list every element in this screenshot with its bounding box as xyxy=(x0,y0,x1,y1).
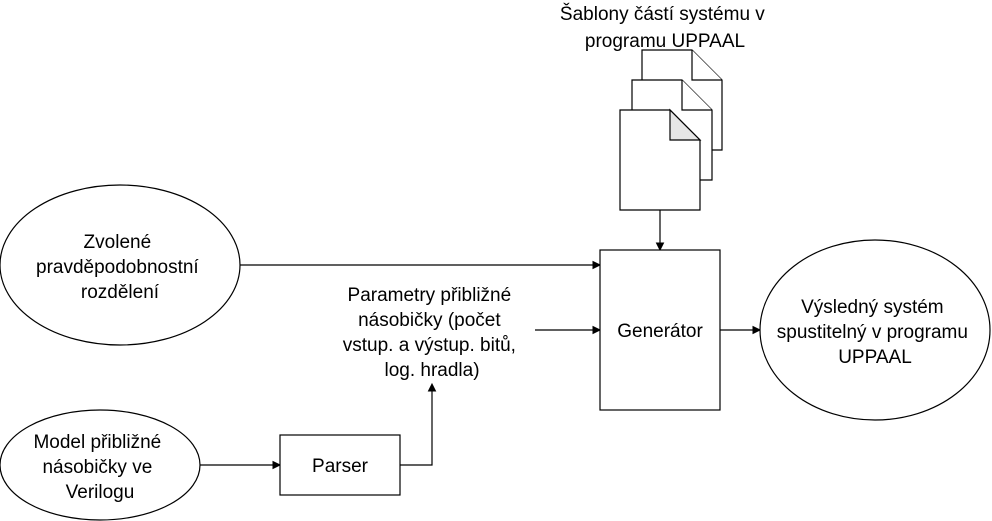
edge-distribution-to-generator-arrowhead xyxy=(592,260,602,270)
model-label: Model přibližné násobičky ve Verilogu xyxy=(33,432,166,503)
result-ellipse xyxy=(759,239,991,421)
edge-templates-to-generator-arrowhead xyxy=(655,242,665,252)
edge-model-to-parser-arrowhead xyxy=(272,460,282,470)
template-documents xyxy=(619,49,723,211)
model-label-line-1: Model přibližné xyxy=(33,432,161,453)
result-label-line-3: UPPAAL xyxy=(838,347,912,368)
model-label-line-3: Verilogu xyxy=(66,482,135,503)
parameters-label-line-1: Parametry přibližné xyxy=(348,285,512,306)
distribution-label-line-2: pravděpodobnostní xyxy=(36,257,199,278)
result-label-line-1: Výsledný systém xyxy=(801,297,944,318)
distribution-ellipse xyxy=(0,184,241,346)
generator-box xyxy=(599,249,721,411)
parameters-label-line-3: vstup. a výstup. bitů, xyxy=(343,335,516,356)
result-label: Výsledný systém spustitelný v programu U… xyxy=(777,297,973,368)
templates-label-line-1: Šablony částí systému v xyxy=(560,3,765,25)
edge-generator-to-result-arrowhead xyxy=(752,325,762,335)
parser-label-line-1: Parser xyxy=(312,456,369,477)
generator-label-line-1: Generátor xyxy=(617,321,703,342)
model-ellipse xyxy=(0,409,201,521)
parameters-label-line-4: log. hradla) xyxy=(384,360,479,381)
edge-parameters-to-generator-arrowhead xyxy=(592,325,602,335)
templates-label: Šablony částí systému v programu UPPAAL xyxy=(560,3,770,52)
distribution-label-line-3: rozdělení xyxy=(81,282,160,303)
model-label-line-2: násobičky ve xyxy=(42,457,152,478)
templates-label-line-2: programu UPPAAL xyxy=(585,31,745,52)
parser-label: Parser xyxy=(312,456,369,477)
parameters-label: Parametry přibližné násobičky (počet vst… xyxy=(343,285,521,381)
distribution-label: Zvolené pravděpodobnostní rozdělení xyxy=(36,232,204,303)
edge-parser-to-parameters xyxy=(400,391,433,466)
document-middle-fold xyxy=(681,80,712,111)
distribution-label-line-1: Zvolené xyxy=(84,232,152,253)
document-front-fold xyxy=(669,108,702,141)
result-label-line-2: spustitelný v programu xyxy=(777,322,968,343)
parameters-label-line-2: násobičky (počet xyxy=(358,310,501,331)
edge-parser-to-parameters-arrowhead xyxy=(427,382,437,392)
document-back-fold xyxy=(691,50,722,81)
generator-label: Generátor xyxy=(617,321,703,342)
parser-box xyxy=(279,434,401,496)
